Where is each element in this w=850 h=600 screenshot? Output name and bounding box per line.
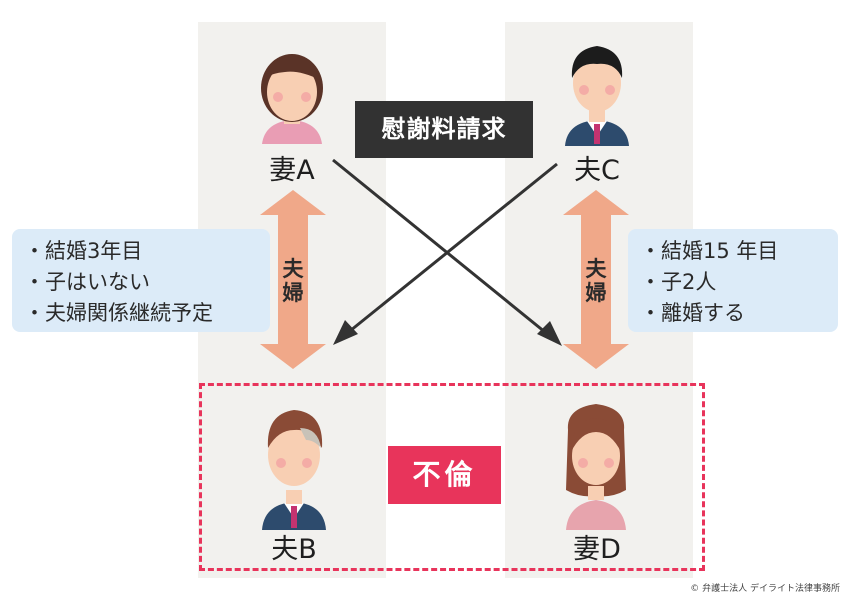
husband-c-label: 夫C — [574, 155, 620, 186]
right-info-item: 離婚する — [640, 298, 830, 329]
couple-label-left: 夫婦 — [282, 257, 304, 305]
couple-arrow-left — [260, 190, 326, 369]
copyright-text: © 弁護士法人 デイライト法律事務所 — [690, 584, 840, 594]
wife-a-label: 妻A — [269, 155, 315, 186]
left-info-item: 子はいない — [24, 267, 262, 298]
wife-a-icon — [261, 54, 323, 144]
right-info-item: 結婚15 年目 — [640, 236, 830, 267]
claim-arrow-c-to-b — [339, 162, 558, 341]
left-info-item: 結婚3年目 — [24, 236, 262, 267]
couple-label-right: 夫婦 — [585, 257, 607, 305]
husband-b-icon — [262, 410, 326, 530]
husband-b-label: 夫B — [271, 534, 317, 565]
claim-arrow-a-to-d — [332, 158, 557, 343]
claim-label: 慰謝料請求 — [355, 101, 533, 158]
claim-arrowhead-b — [333, 320, 358, 345]
husband-c-icon — [565, 46, 629, 146]
wife-d-icon — [566, 404, 626, 530]
right-info-item: 子2人 — [640, 267, 830, 298]
affair-frame — [199, 383, 705, 571]
left-couple-info: 結婚3年目 子はいない 夫婦関係継続予定 — [12, 229, 270, 332]
affair-label: 不倫 — [388, 446, 501, 504]
wife-d-label: 妻D — [573, 534, 621, 565]
claim-arrowhead-d — [537, 321, 562, 346]
couple-arrow-right — [563, 190, 629, 369]
right-couple-info: 結婚15 年目 子2人 離婚する — [628, 229, 838, 332]
left-info-item: 夫婦関係継続予定 — [24, 298, 262, 329]
